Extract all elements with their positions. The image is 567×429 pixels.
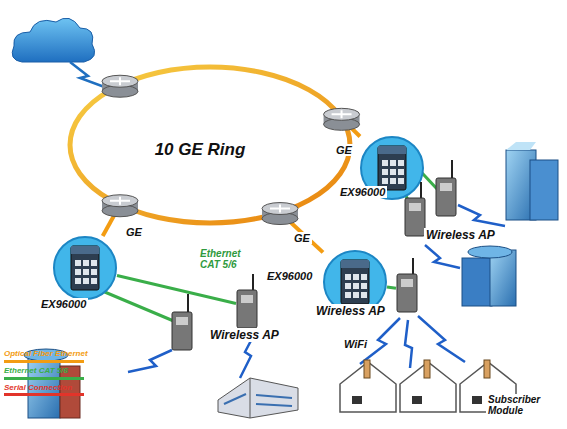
legend-text: Ethernet CAT 5/6 (4, 367, 88, 376)
ap-label: Wireless AP (424, 228, 497, 242)
edge-label: GE (292, 232, 312, 244)
subscriber-label: Subscriber Module (486, 394, 548, 416)
ring-network: 10 GE Ring (70, 67, 350, 223)
router-icon (102, 195, 138, 217)
access-point-icon (396, 268, 418, 312)
access-point-node: Wireless AP (396, 268, 418, 312)
device-label: EX96000 (265, 270, 314, 282)
subscriber-module (364, 360, 490, 378)
legend-swatch (4, 360, 84, 363)
edge-label: GE (334, 144, 354, 156)
legend-text: Serial Connection (4, 384, 88, 393)
legend-row: Serial Connection (4, 384, 88, 397)
access-point-icon (236, 284, 258, 328)
router-icon (262, 203, 298, 225)
wifi-label: WiFi (342, 338, 369, 350)
building (506, 142, 558, 220)
switch-node: EX96000 (53, 236, 117, 300)
computer (352, 396, 482, 404)
ring-title: 10 GE Ring (155, 140, 246, 160)
ap-label: Wireless AP (314, 304, 387, 318)
legend-row: Ethernet CAT 5/6 (4, 367, 88, 380)
device-label: EX96000 (338, 186, 387, 198)
access-point (436, 160, 456, 216)
switch-icon (53, 236, 117, 300)
access-point (172, 294, 192, 350)
edge-label: Ethernet CAT 5/6 (198, 248, 254, 270)
device-label: EX96000 (39, 298, 88, 310)
legend-row: Optical Fiber Ethernet (4, 350, 88, 363)
building (462, 246, 516, 306)
legend-swatch (4, 377, 84, 380)
switch-node: EX96000 (360, 136, 424, 200)
building (218, 378, 298, 418)
legend-swatch (4, 393, 84, 396)
edge-label: GE (124, 226, 144, 238)
router-icon (324, 108, 360, 130)
ethernet-link (387, 287, 396, 288)
ap-label: Wireless AP (208, 328, 281, 342)
access-point-node: Wireless AP (404, 192, 426, 236)
legend-text: Optical Fiber Ethernet (4, 350, 88, 359)
legend: Optical Fiber EthernetEthernet CAT 5/6Se… (4, 350, 88, 400)
access-point-icon (404, 192, 426, 236)
access-point-node: Wireless AP (236, 284, 258, 328)
ethernet-link (117, 276, 236, 304)
router-icon (102, 75, 138, 97)
